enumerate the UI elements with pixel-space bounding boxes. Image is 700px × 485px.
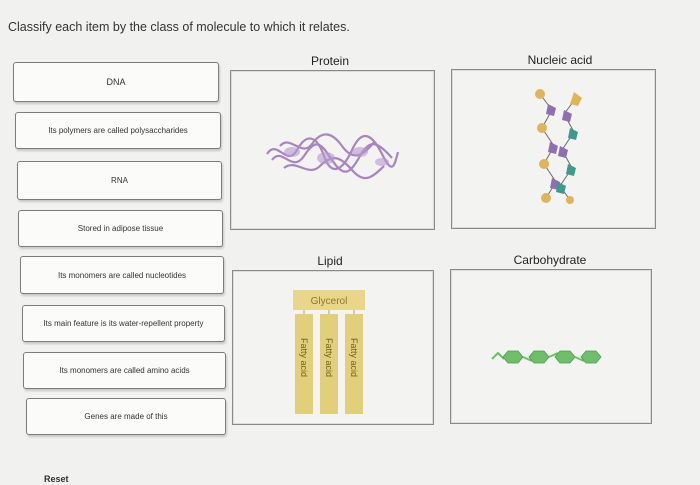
bin-title-lipid: Lipid [317,254,343,268]
item-nucleotides[interactable]: Its monomers are called nucleotides [20,256,224,294]
nucleic-acid-helix-image [535,89,582,204]
item-water-repellent[interactable]: Its main feature is its water-repellent … [22,305,225,342]
fatty-acid-label-1: Fatty acid [299,338,309,377]
triglyceride-image: Glycerol Fatty acid Fatty acid Fatty aci… [293,290,365,414]
item-rna[interactable]: RNA [17,161,222,200]
item-adipose[interactable]: Stored in adipose tissue [18,210,223,247]
bin-title-protein: Protein [310,54,350,68]
item-dna[interactable]: DNA [13,62,219,102]
reset-button[interactable]: Reset [44,474,69,484]
bin-carbohydrate[interactable] [450,269,652,424]
item-amino-acids[interactable]: Its monomers are called amino acids [23,352,226,389]
protein-structure-image [266,133,400,180]
item-genes[interactable]: Genes are made of this [26,398,226,435]
item-polysaccharides[interactable]: Its polymers are called polysaccharides [15,112,221,149]
glycerol-label: Glycerol [311,296,348,307]
instruction-text: Classify each item by the class of molec… [8,20,350,34]
bin-title-carbohydrate: Carbohydrate [513,253,587,267]
fatty-acid-label-2: Fatty acid [324,338,334,377]
bin-title-nucleic-acid: Nucleic acid [527,53,593,67]
bin-protein[interactable] [230,70,435,230]
fatty-acid-label-3: Fatty acid [349,338,359,377]
carbohydrate-chain-image [491,350,602,364]
